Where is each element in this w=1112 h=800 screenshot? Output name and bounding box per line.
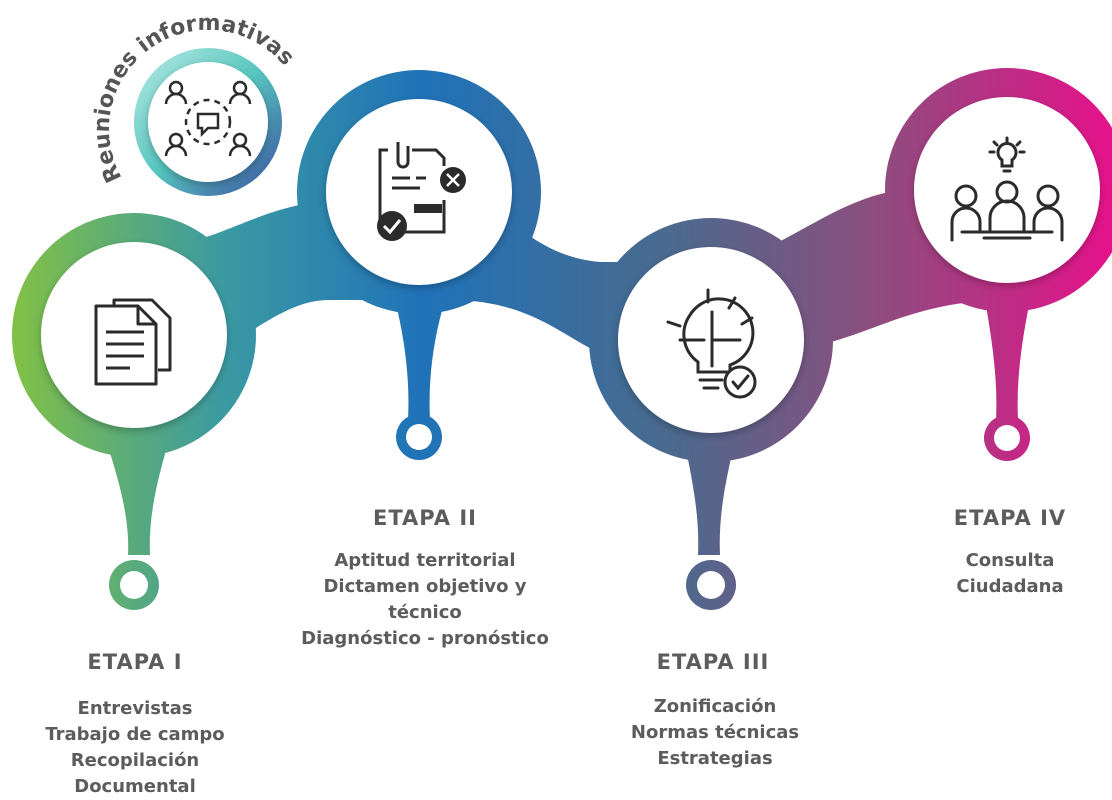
- group-discussion-icon: [164, 80, 252, 157]
- list-item: técnico: [388, 602, 462, 623]
- meeting-idea-icon: [950, 136, 1064, 242]
- stage-node-1: [12, 213, 256, 457]
- stage-3-items: Zonificación Normas técnicas Estrategias: [600, 694, 830, 772]
- list-item: Estrategias: [657, 748, 773, 769]
- stage-1-title: ETAPA I: [87, 650, 183, 674]
- stem-end-4: [984, 415, 1030, 461]
- stem-end-1: [109, 560, 159, 610]
- list-item: Diagnóstico - pronóstico: [301, 628, 549, 649]
- stem-end-3: [686, 560, 736, 610]
- stage-2-title: ETAPA II: [373, 506, 477, 530]
- stage-node-3: [589, 218, 833, 462]
- list-item: Trabajo de campo: [45, 724, 225, 745]
- checklist-icon: [377, 142, 466, 241]
- stage-4-items: Consulta Ciudadana: [920, 548, 1100, 600]
- stage-3-title: ETAPA III: [656, 650, 770, 674]
- list-item: Aptitud territorial: [334, 550, 516, 571]
- stage-node-4: [885, 68, 1112, 312]
- documents-icon: [94, 298, 172, 386]
- meetings-badge: Reuniones informativas: [90, 11, 299, 196]
- stage-2-items: Aptitud territorial Dictamen objetivo y …: [270, 548, 580, 652]
- list-item: Zonificación: [653, 696, 777, 717]
- list-item: Recopilación: [70, 750, 200, 771]
- list-item: Documental: [74, 776, 196, 797]
- list-item: Entrevistas: [77, 698, 193, 719]
- stem-end-2: [396, 414, 442, 460]
- puzzle-bulb-icon: [666, 288, 757, 399]
- stage-1-items: Entrevistas Trabajo de campo Recopilació…: [20, 696, 250, 800]
- stage-4-title: ETAPA IV: [953, 506, 1067, 530]
- list-item: Normas técnicas: [630, 722, 800, 743]
- list-item: Ciudadana: [956, 576, 1064, 597]
- list-item: Dictamen objetivo y: [323, 576, 527, 597]
- list-item: Consulta: [965, 550, 1055, 571]
- stage-node-2: [297, 70, 541, 314]
